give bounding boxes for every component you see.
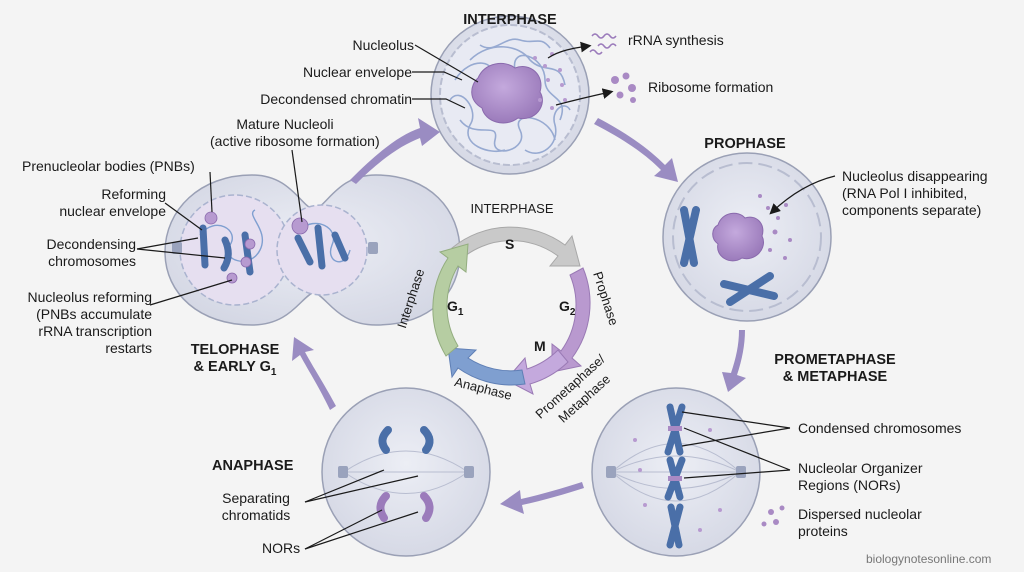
label-nucleolus-disappearing: Nucleolus disappearing (RNA Pol I inhibi…: [842, 168, 988, 219]
callout-lines: [136, 41, 836, 550]
label-reforming-envelope: Reforming nuclear envelope: [20, 186, 166, 220]
cycle-label-g1: G1: [447, 298, 463, 321]
label-ribosome-formation: Ribosome formation: [648, 79, 774, 95]
metaphase-cell: [591, 387, 761, 557]
x-chromosome-1: [680, 206, 700, 267]
cycle-arc-s: [451, 226, 581, 267]
label-nucleolus-reforming-2: (PNBs accumulate: [36, 306, 152, 322]
title-prometaphase-line2: & METAPHASE: [782, 369, 888, 385]
label-pnbs: Prenucleolar bodies (PNBs): [22, 158, 195, 174]
cycle-wheel: [432, 226, 591, 395]
title-telophase: TELOPHASE & EARLY G1: [185, 342, 285, 381]
label-mature-nucleoli-2: (active ribosome formation): [210, 133, 380, 149]
cycle-label-g2-g: G: [559, 298, 570, 314]
rrna-dots: [533, 52, 567, 110]
label-separating-chromatids-2: chromatids: [221, 507, 291, 523]
label-decondensed-chromatin: Decondensed chromatin: [260, 91, 412, 107]
label-condensed-chromosomes: Condensed chromosomes: [798, 420, 962, 436]
label-decondensing: Decondensing chromosomes: [20, 236, 136, 270]
title-telophase-g: & EARLY G: [193, 359, 271, 375]
label-dispersed-proteins-1: Dispersed nucleolar: [798, 506, 922, 522]
label-nuclear-envelope: Nuclear envelope: [303, 64, 412, 80]
label-reforming-envelope-2: nuclear envelope: [59, 203, 166, 219]
anaphase-centrosome-right: [464, 466, 474, 478]
label-reforming-envelope-1: Reforming: [101, 186, 166, 202]
cycle-arc-g1: [432, 243, 469, 357]
label-nucleolus-reforming: Nucleolus reforming (PNBs accumulate rRN…: [10, 289, 153, 357]
anaphase-centrosome-left: [338, 466, 348, 478]
label-nors: NORs: [262, 540, 301, 556]
telophase-centrosome-right: [368, 242, 378, 254]
label-nucleolus-reforming-4: restarts: [105, 340, 152, 356]
cycle-label-s: S: [505, 236, 515, 252]
separating-chromatids: [378, 426, 434, 454]
label-nucleolus: Nucleolus: [352, 37, 414, 53]
stage-arrows: [292, 118, 746, 514]
title-telophase-line2: & EARLY G1: [185, 359, 285, 381]
title-telophase-sub: 1: [270, 366, 277, 378]
label-nucleolus-disappearing-1: Nucleolus disappearing: [842, 168, 988, 184]
label-nucleolus-reforming-1: Nucleolus reforming: [27, 289, 153, 305]
cycle-label-g1-sub: 1: [457, 306, 464, 318]
title-prometaphase: PROMETAPHASE & METAPHASE: [765, 352, 905, 386]
nors-bands: [668, 426, 682, 481]
title-prometaphase-line1: PROMETAPHASE: [774, 352, 896, 368]
cycle-label-interphase: INTERPHASE: [470, 201, 554, 216]
dispersed-protein-dots: [761, 505, 785, 527]
telophase-centrosome-left: [172, 242, 182, 254]
label-decondensing-1: Decondensing: [46, 236, 136, 252]
anaphase-cell: [321, 387, 491, 557]
ribosome-dots: [611, 72, 636, 103]
label-separating-chromatids-1: Separating: [222, 490, 290, 506]
label-nors-full-2: Regions (NORs): [798, 477, 901, 493]
label-dispersed-proteins: Dispersed nucleolar proteins: [798, 506, 922, 540]
cycle-label-g2: G2: [559, 298, 575, 321]
x-chromosome-2: [720, 272, 778, 306]
title-interphase: INTERPHASE: [463, 12, 557, 28]
title-anaphase: ANAPHASE: [212, 458, 294, 474]
prophase-cell: [662, 152, 832, 322]
cycle-label-m: M: [534, 338, 546, 354]
metaphase-dots: [633, 428, 722, 532]
label-nors-full-1: Nucleolar Organizer: [798, 460, 923, 476]
label-nucleolus-disappearing-3: components separate): [842, 202, 982, 218]
label-nucleolus-reforming-3: rRNA transcription: [38, 323, 152, 339]
interphase-cell: [430, 15, 590, 175]
label-separating-chromatids: Separating chromatids: [206, 490, 306, 524]
telophase-chromosomes: [199, 224, 349, 276]
nucleolus-blob: [471, 62, 543, 124]
cycle-label-g1-g: G: [447, 298, 458, 314]
label-decondensing-2: chromosomes: [48, 253, 136, 269]
label-mature-nucleoli-1: Mature Nucleoli: [236, 116, 334, 132]
cycle-label-g2-sub: 2: [569, 306, 576, 318]
label-mature-nucleoli: Mature Nucleoli (active ribosome formati…: [210, 116, 380, 150]
label-dispersed-proteins-2: proteins: [798, 523, 848, 539]
label-nors-full: Nucleolar Organizer Regions (NORs): [798, 460, 923, 494]
label-nucleolus-disappearing-2: (RNA Pol I inhibited,: [842, 185, 968, 201]
centrosome-right: [736, 466, 746, 478]
prophase-dots: [758, 194, 792, 260]
spindle-fibers: [611, 443, 741, 502]
watermark: biologynotesonline.com: [866, 552, 992, 566]
centrosome-left: [606, 466, 616, 478]
title-prophase: PROPHASE: [704, 136, 786, 152]
telophase-chromatin: [199, 209, 351, 263]
nucleolus-dispersing: [712, 212, 764, 262]
rrna-squiggles: [589, 33, 617, 55]
label-rrna-synthesis: rRNA synthesis: [628, 32, 724, 48]
title-telophase-line1: TELOPHASE: [190, 342, 280, 358]
anaphase-nors: [376, 492, 434, 522]
